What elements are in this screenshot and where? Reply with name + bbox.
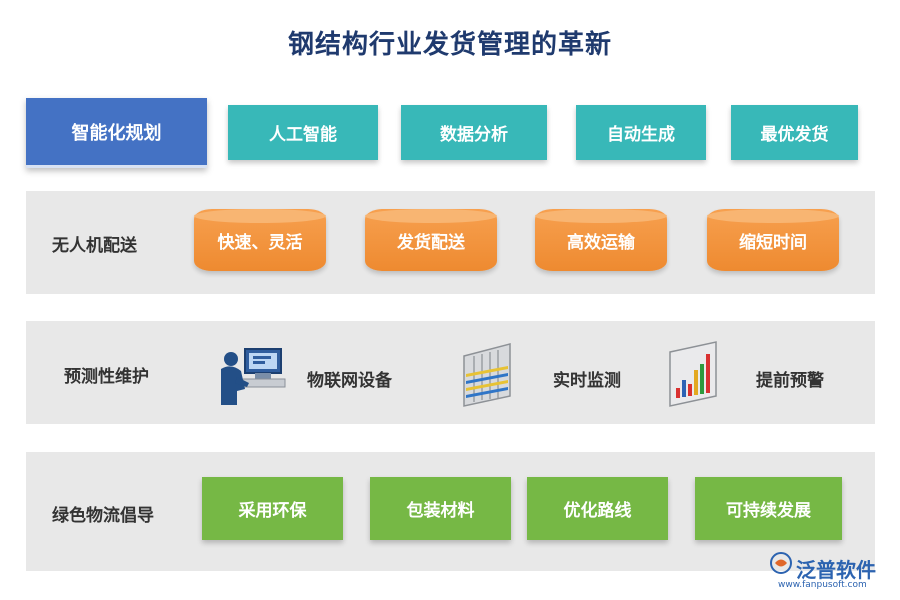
fanpu-logo-icon (770, 552, 792, 574)
predictive-maintenance-label: 预测性维护 (64, 367, 149, 387)
optimal-shipping-box: 最优发货 (731, 105, 858, 160)
early-warning-label: 提前预警 (756, 371, 824, 391)
green-logistics-label: 绿色物流倡导 (52, 506, 154, 526)
auto-generate-box: 自动生成 (576, 105, 706, 160)
optimize-route-box: 优化路线 (527, 477, 668, 540)
cylinder-label: 发货配送 (397, 232, 465, 253)
cylinder-label: 缩短时间 (739, 232, 807, 253)
real-time-monitoring-label: 实时监测 (553, 371, 621, 391)
data-analysis-box: 数据分析 (401, 105, 547, 160)
logo-name: 泛普软件 (796, 558, 876, 582)
cylinder-label: 高效运输 (567, 232, 635, 253)
predictive-maintenance-band (26, 321, 875, 424)
cylinder-shorten-time: 缩短时间 (707, 209, 839, 271)
smart-planning-box: 智能化规划 (26, 98, 207, 168)
drone-delivery-label: 无人机配送 (52, 236, 137, 256)
computer-user-icon (215, 345, 287, 409)
ai-box: 人工智能 (228, 105, 378, 160)
cylinder-fast-flexible: 快速、灵活 (194, 209, 326, 271)
monitor-chart-icon (462, 342, 512, 408)
cylinder-label: 快速、灵活 (217, 232, 303, 253)
sustainable-development-box: 可持续发展 (695, 477, 842, 540)
page-title: 钢结构行业发货管理的革新 (287, 30, 612, 60)
eco-friendly-box: 采用环保 (202, 477, 343, 540)
iot-device-label: 物联网设备 (307, 371, 392, 391)
bar-chart-icon (668, 340, 718, 408)
cylinder-efficient-transport: 高效运输 (535, 209, 667, 271)
cylinder-delivery: 发货配送 (365, 209, 497, 271)
logo-url: www.fanpusoft.com (778, 580, 867, 590)
packaging-material-box: 包装材料 (370, 477, 511, 540)
